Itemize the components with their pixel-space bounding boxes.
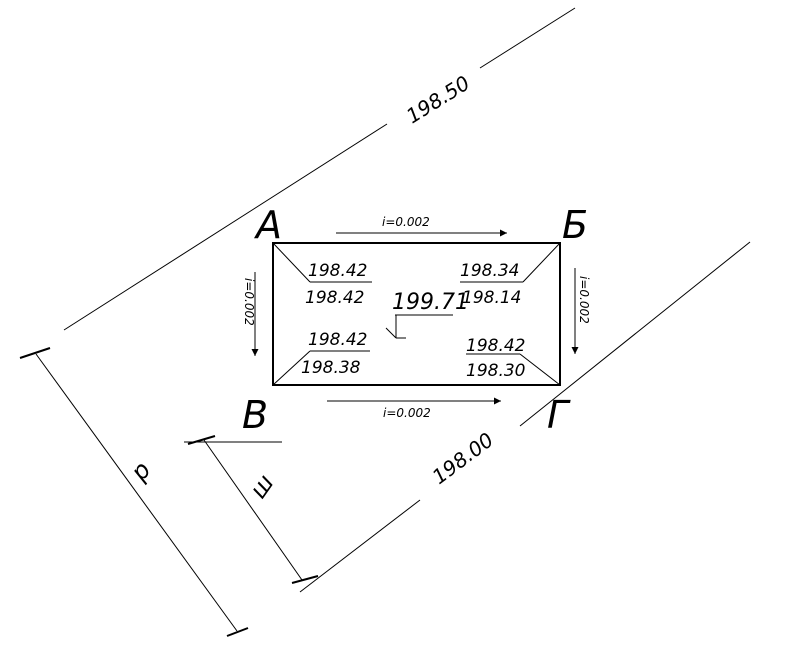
corner-label-v: В	[242, 393, 268, 437]
slope-label-right: i=0.002	[577, 276, 591, 324]
dimension-line-outer	[19, 347, 249, 637]
elevation-b-top: 198.34	[460, 261, 519, 281]
elevation-g-top: 198.42	[466, 336, 525, 356]
elevation-g-bottom: 198.30	[466, 361, 525, 381]
elevation-b-bottom: 198.14	[462, 288, 521, 308]
corner-label-g: Г	[547, 393, 571, 437]
dimension-line-inner	[184, 435, 319, 584]
corner-diagonals	[272, 242, 561, 386]
slope-label-left: i=0.002	[242, 278, 256, 326]
elevation-center-marker	[385, 314, 453, 339]
elevation-a-top: 198.42	[308, 261, 367, 281]
elevation-v-top: 198.42	[308, 330, 367, 350]
contour-line-upper	[63, 7, 576, 331]
contour-label-lower: 198.00	[428, 428, 498, 489]
elevation-v-bottom: 198.38	[301, 358, 361, 378]
elevation-center: 199.71	[392, 290, 469, 315]
contour-label-upper: 198.50	[402, 71, 474, 128]
corner-label-a: А	[253, 203, 282, 247]
slope-label-bottom: i=0.002	[383, 406, 431, 420]
elevation-a-bottom: 198.42	[305, 288, 364, 308]
dimension-label-inner: ш	[244, 469, 280, 503]
contour-line-lower	[299, 241, 751, 593]
building-outline	[272, 242, 561, 386]
slope-label-top: i=0.002	[382, 215, 430, 229]
corner-label-b: Б	[562, 203, 588, 247]
